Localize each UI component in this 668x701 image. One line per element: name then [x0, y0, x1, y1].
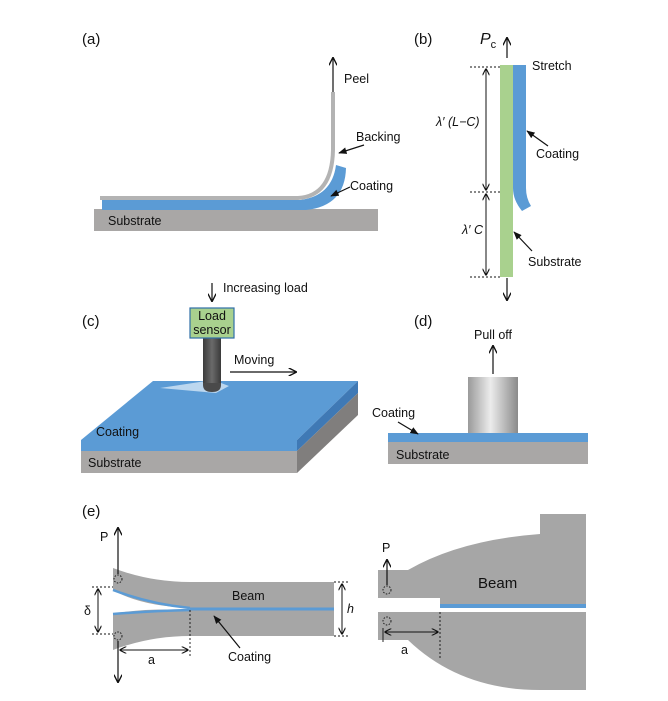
pull-stud	[468, 377, 518, 433]
upper-beam-arm	[113, 568, 334, 608]
pre-crack-gap	[378, 598, 440, 612]
delta-label: δ	[84, 604, 91, 618]
probe-tip	[203, 383, 221, 392]
tapered-upper-arm	[378, 514, 586, 605]
lower-length-label: λ′ C	[461, 223, 484, 237]
beam-label-right: Beam	[478, 575, 517, 592]
substrate-side-face	[297, 393, 358, 473]
substrate-block	[388, 442, 588, 464]
lower-load-point	[382, 616, 392, 626]
panel-c-tag: (c)	[82, 313, 100, 330]
beam-label-left: Beam	[232, 589, 265, 603]
backing-pointer	[338, 144, 365, 154]
a-label-right: a	[401, 643, 408, 657]
coating-strip	[513, 65, 531, 211]
coating-label: Coating	[96, 425, 139, 439]
pull-off-label: Pull off	[474, 328, 513, 342]
panel-b: (b) Pc λ′ (L−C) λ′ C Stretch Coating Sub…	[414, 31, 582, 300]
substrate-label: Substrate	[88, 456, 142, 470]
panel-b-tag: (b)	[414, 31, 432, 48]
panel-a-tag: (a)	[82, 31, 100, 48]
h-label: h	[347, 602, 354, 616]
panel-a: (a) Substrate Peel Backing Coating	[82, 31, 401, 231]
coating-front-face	[81, 440, 297, 451]
lower-beam-arm	[113, 609, 334, 650]
coating-layer	[388, 433, 588, 442]
coating-pointer	[330, 186, 351, 197]
substrate-pointer	[513, 231, 533, 252]
coating-pointer	[397, 421, 419, 435]
coating-label: Coating	[372, 406, 415, 420]
substrate-label: Substrate	[108, 214, 162, 228]
coating-layer	[102, 165, 346, 210]
panel-c: (c) Coating Substrate Load sensor Increa…	[81, 281, 358, 473]
coating-label: Coating	[228, 650, 271, 664]
force-pc-label: Pc	[480, 31, 497, 51]
panel-d: (d) Pull off Coating Substrate	[372, 313, 588, 464]
upper-crack-coating	[112, 588, 191, 610]
load-sensor	[189, 307, 235, 339]
stretch-label: Stretch	[532, 59, 572, 73]
peel-label: Peel	[344, 72, 369, 86]
a-label-left: a	[148, 653, 155, 667]
lower-crack-coating	[112, 608, 191, 616]
coating-pointer	[213, 615, 241, 649]
moving-label: Moving	[234, 353, 274, 367]
substrate-strip	[500, 65, 513, 277]
scratch-probe	[203, 336, 221, 384]
upper-load-point	[113, 574, 123, 584]
panel-e-tag: (e)	[82, 503, 100, 520]
panel-d-tag: (d)	[414, 313, 432, 330]
increasing-load-label: Increasing load	[223, 281, 308, 295]
tapered-lower-arm	[378, 612, 586, 690]
p-label-right: P	[382, 541, 390, 555]
lower-load-point	[113, 631, 123, 641]
substrate-label: Substrate	[528, 255, 582, 269]
load-sensor-line1: Load	[198, 309, 226, 323]
coating-pointer	[526, 130, 549, 147]
coating-top-surface	[81, 381, 358, 440]
p-label-left: P	[100, 530, 108, 544]
coating-label: Coating	[536, 147, 579, 161]
load-sensor-line2: sensor	[193, 323, 231, 337]
backing-tape	[100, 92, 335, 200]
upper-load-point	[382, 585, 392, 595]
substrate-front-face	[81, 451, 297, 473]
panel-e: (e) P δ h a Beam Coating	[82, 503, 586, 690]
coating-label: Coating	[350, 179, 393, 193]
upper-length-label: λ′ (L−C)	[435, 115, 480, 129]
substrate-block	[94, 209, 378, 231]
backing-label: Backing	[356, 130, 401, 144]
coating-side-face	[297, 381, 358, 451]
substrate-label: Substrate	[396, 448, 450, 462]
